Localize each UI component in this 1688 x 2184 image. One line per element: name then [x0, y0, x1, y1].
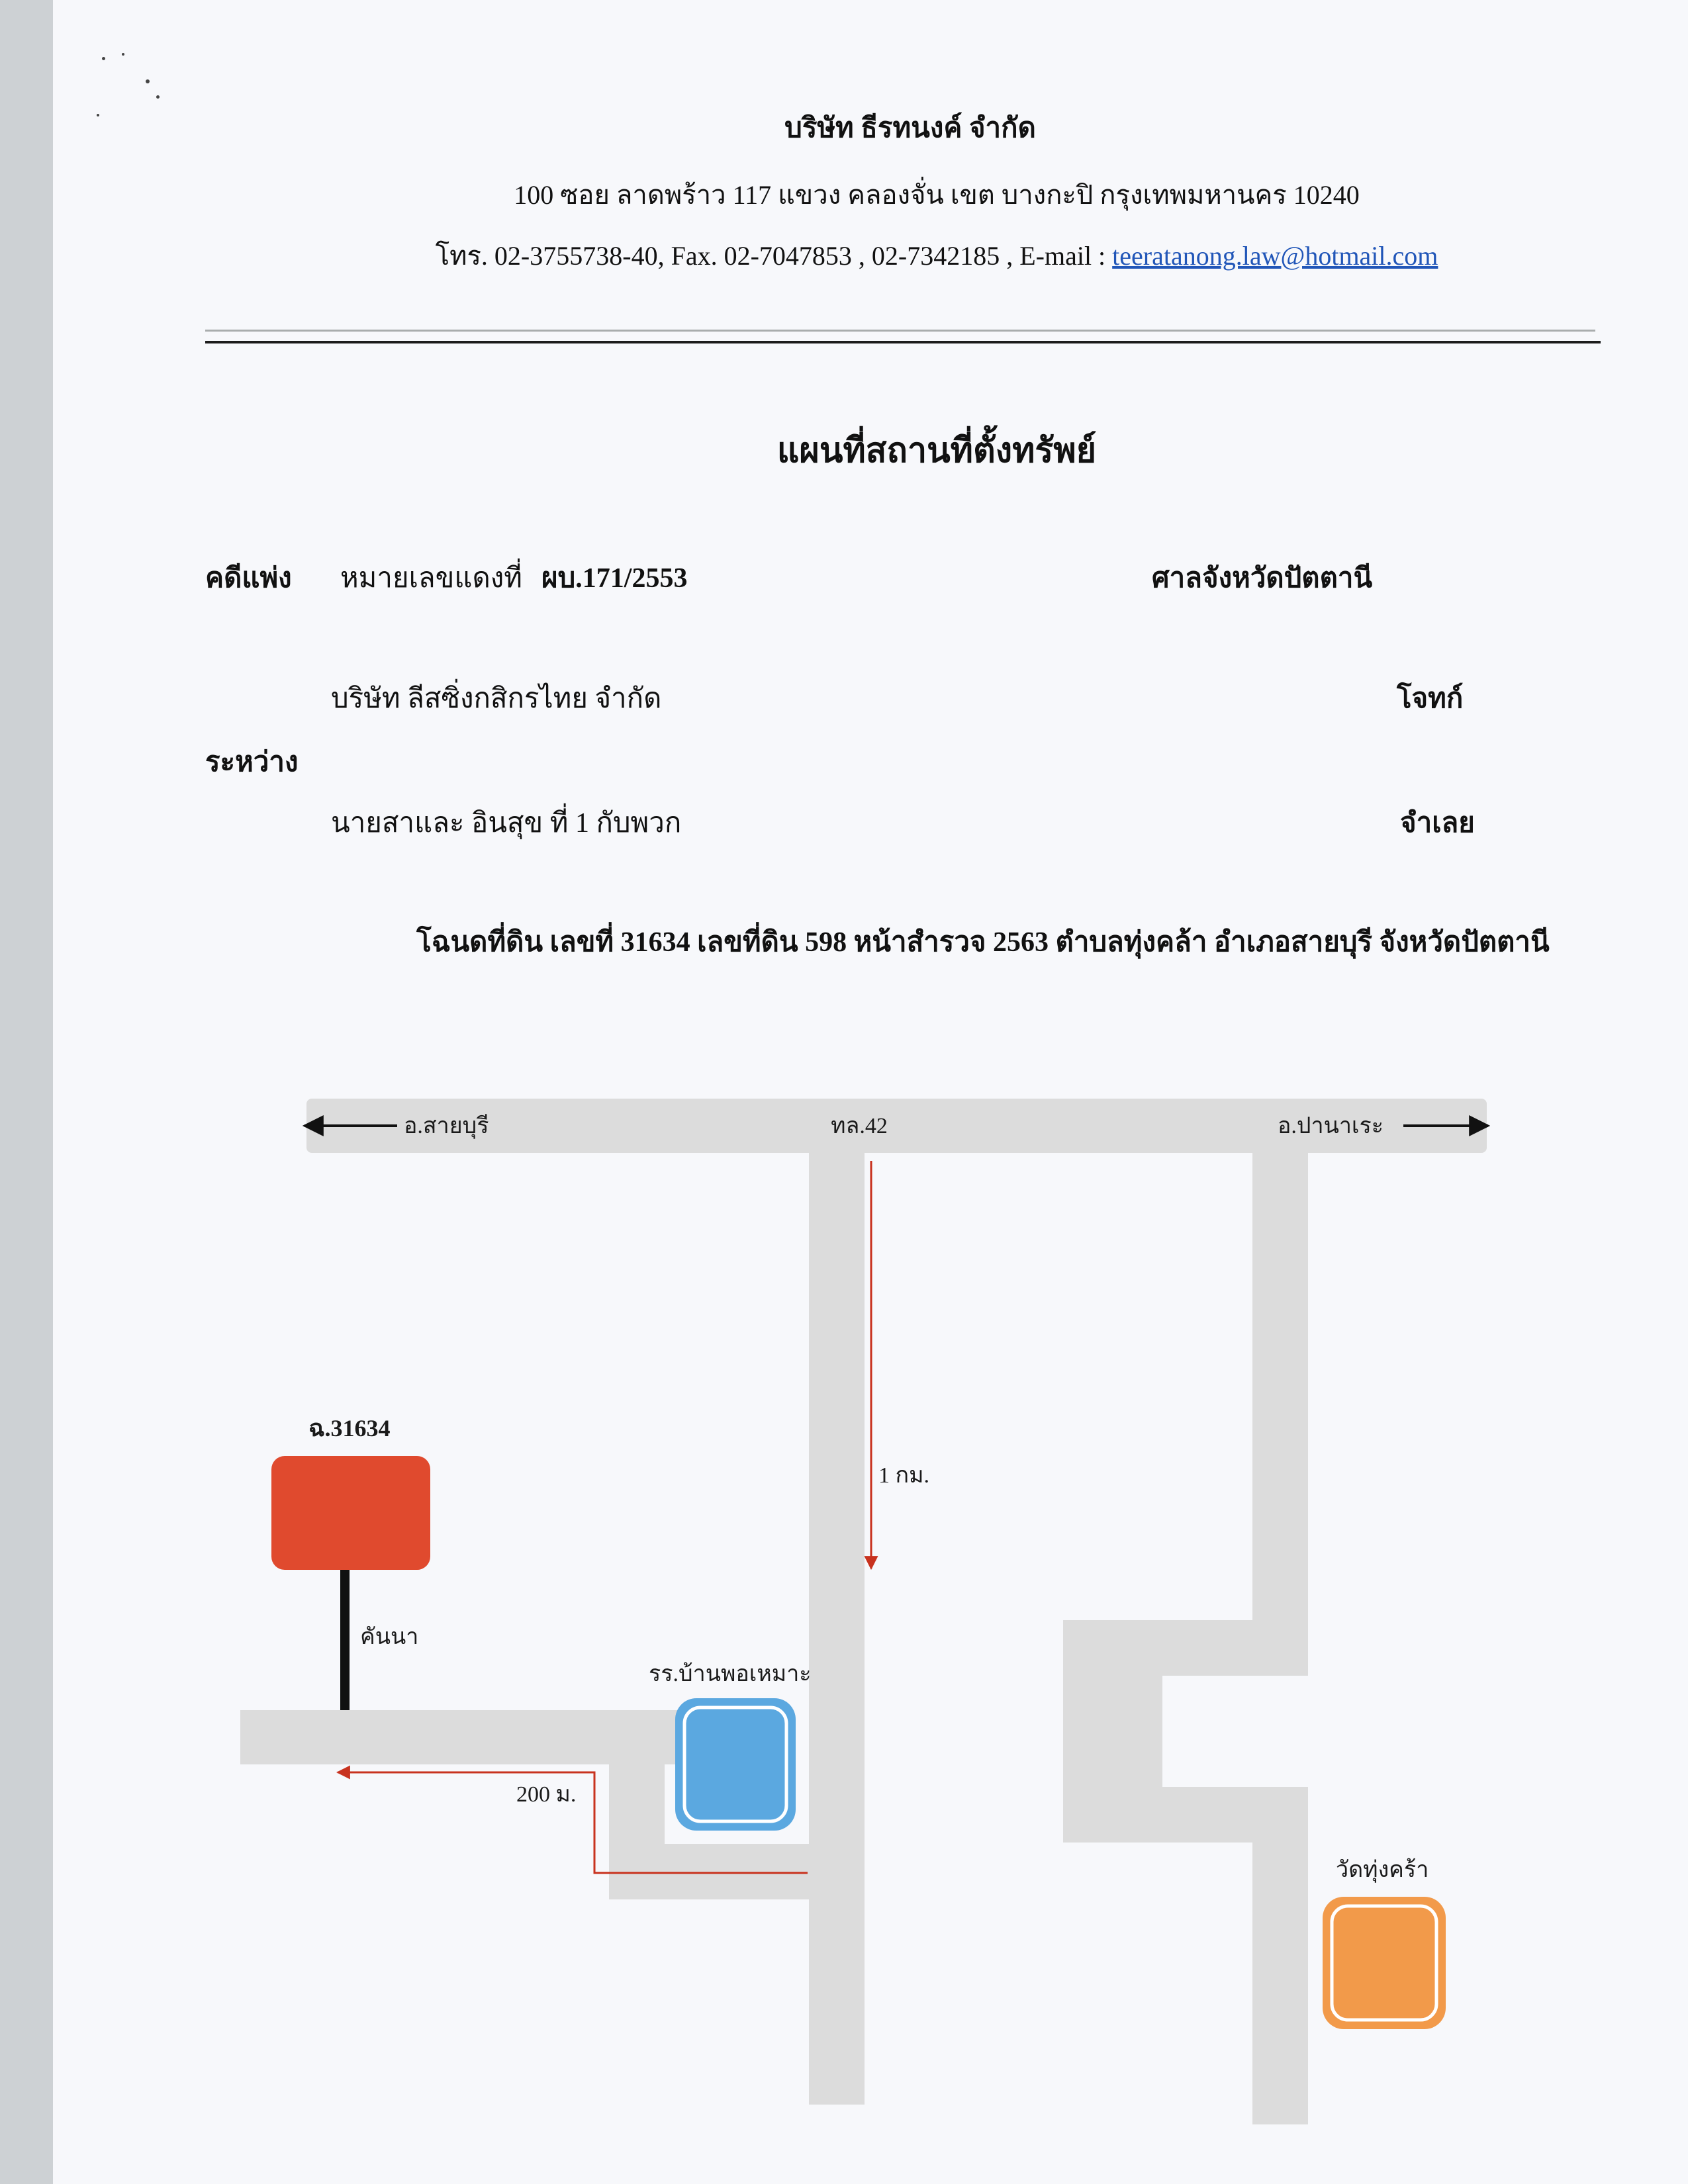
path-label: คันนา [360, 1625, 418, 1649]
distance-main-label: 1 กม. [878, 1463, 929, 1488]
location-map: อ.สายบุรี ทล.42 อ.ปานาเระ 1 กม. 200 ม. ฉ… [240, 1099, 1491, 2124]
case-type-label: คดีแพ่ง [205, 563, 292, 594]
school-marker [675, 1698, 796, 1831]
contact-text: โทร. 02-3755738-40, Fax. 02-7047853 , 02… [435, 241, 1113, 271]
route-side-line [336, 1765, 808, 1874]
scan-speck [97, 114, 99, 116]
scan-speck [146, 79, 150, 83]
distance-side-label: 200 ม. [516, 1782, 576, 1807]
defendant-role: จำเลย [1400, 808, 1475, 839]
main-road-vertical [809, 1153, 865, 2105]
company-contact: โทร. 02-3755738-40, Fax. 02-7047853 , 02… [53, 234, 1688, 277]
scan-speck [156, 95, 160, 99]
header-divider-thick [205, 341, 1601, 343]
header-divider-thin [205, 330, 1595, 332]
school-label: รร.บ้านพอเหมาะ [649, 1662, 812, 1686]
scan-speck [102, 57, 105, 60]
highway-road [306, 1099, 1487, 1153]
temple-marker [1323, 1897, 1446, 2029]
court-name: ศาลจังหวัดปัตตานี [1152, 563, 1373, 594]
east-road-lower [1252, 1787, 1308, 2124]
case-number-label: หมายเลขแดงที่ [340, 563, 522, 594]
temple-label: วัดทุ่งคร้า [1336, 1858, 1429, 1883]
school-marker-ring [682, 1706, 788, 1823]
document-title: แผนที่สถานที่ตั้งทรัพย์ [776, 432, 1097, 470]
company-name: บริษัท ธีรทนงค์ จำกัด [784, 113, 1036, 144]
company-address: 100 ซอย ลาดพร้าว 117 แขวง คลองจั่น เขต บ… [514, 180, 1360, 210]
road-west-label: อ.สายบุรี [404, 1114, 489, 1139]
case-number-value: ผบ.171/2553 [541, 563, 688, 594]
road-network [240, 1099, 1487, 2124]
plaintiff-name: บริษัท ลีสซิ่งกสิกรไทย จำกัด [331, 684, 662, 714]
between-label: ระหว่าง [205, 747, 299, 778]
plaintiff-role: โจทก์ [1397, 684, 1464, 714]
scan-speck [122, 53, 124, 56]
temple-marker-ring [1330, 1904, 1438, 2022]
plot-marker [271, 1456, 430, 1570]
plot-label: ฉ.31634 [308, 1415, 391, 1441]
connector-road [609, 1844, 865, 1899]
east-road-upper [1252, 1153, 1308, 1623]
defendant-name: นายสาและ อินสุข ที่ 1 กับพวก [331, 808, 682, 839]
road-name-label: ทล.42 [831, 1114, 888, 1138]
email-link[interactable]: teeratanong.law@hotmail.com [1112, 241, 1438, 271]
road-east-label: อ.ปานาเระ [1278, 1114, 1383, 1138]
land-deed-line: โฉนดที่ดิน เลขที่ 31634 เลขที่ดิน 598 หน… [416, 927, 1550, 958]
field-path-line [340, 1570, 350, 1710]
document-page: บริษัท ธีรทนงค์ จำกัด 100 ซอย ลาดพร้าว 1… [53, 0, 1688, 2184]
